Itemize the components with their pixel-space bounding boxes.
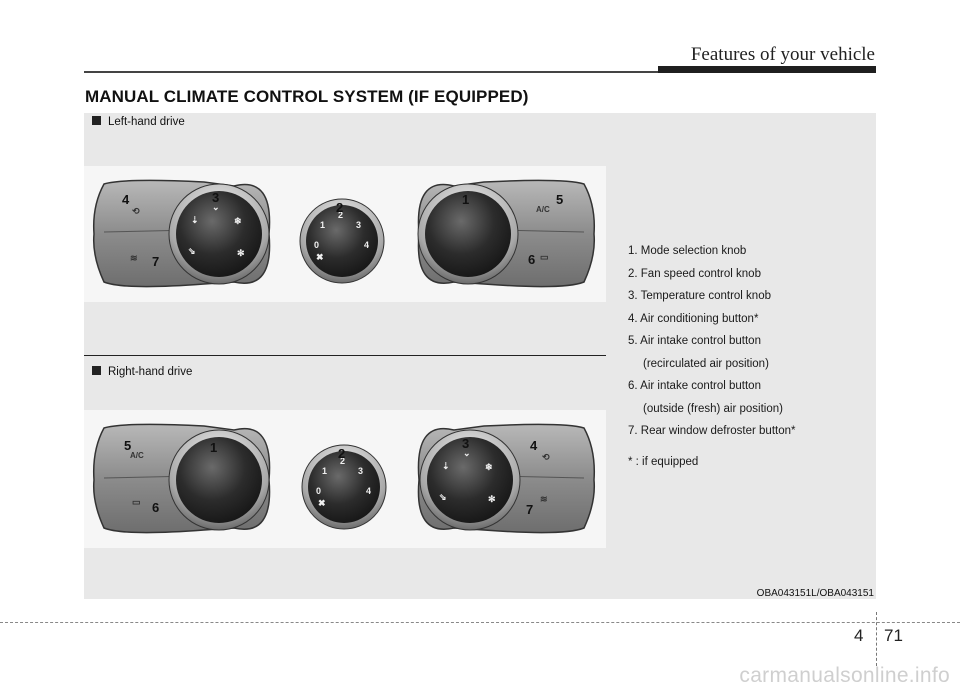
- callout-1: 1: [462, 192, 469, 207]
- svg-text:✖: ✖: [318, 498, 326, 508]
- legend-item-2: 2. Fan speed control knob: [628, 267, 761, 280]
- svg-text:✖: ✖: [316, 252, 324, 262]
- header-rule-thick: [658, 66, 876, 73]
- svg-text:❄: ❄: [234, 216, 242, 226]
- callout-5: 5: [556, 192, 563, 207]
- legend-item-3: 3. Temperature control knob: [628, 290, 771, 302]
- recirculate-icon: ⟲: [542, 452, 550, 462]
- mode-knob-icon: [176, 437, 262, 523]
- svg-text:4: 4: [364, 240, 369, 250]
- svg-text:2: 2: [340, 456, 345, 466]
- lhd-control-panel: ⇣⌄ ❄⇘ ✻ ⟲ ≋ 0 1 2 3 4 ✖ A/C ▭ 4 3 7 2 1 …: [92, 179, 596, 288]
- svg-text:4: 4: [366, 486, 371, 496]
- ac-button-icon: A/C: [130, 451, 144, 460]
- callout-1: 1: [210, 440, 217, 455]
- callout-6: 6: [528, 252, 535, 267]
- header-rule-thin: [84, 71, 658, 73]
- svg-text:3: 3: [356, 220, 361, 230]
- watermark: carmanualsonline.info: [739, 664, 950, 687]
- svg-text:⌄: ⌄: [212, 202, 220, 212]
- legend-item-7: 7. Rear window defroster button*: [628, 425, 796, 437]
- svg-text:✻: ✻: [488, 494, 496, 504]
- page-number: 71: [884, 626, 903, 645]
- lhd-left-module: ⇣ ⌄ ❄ ⇘ ✻ ⟲ ≋: [92, 179, 271, 288]
- fan-knob-icon: [306, 205, 378, 277]
- svg-text:0: 0: [314, 240, 319, 250]
- callout-3: 3: [212, 190, 219, 205]
- rear-defrost-icon: ≋: [130, 253, 138, 263]
- svg-text:⇘: ⇘: [188, 246, 196, 256]
- temperature-knob-icon: [427, 437, 513, 523]
- recirculate-icon: ⟲: [132, 206, 140, 216]
- square-bullet-icon: [92, 116, 101, 125]
- callout-2: 2: [336, 200, 343, 215]
- callout-7: 7: [526, 502, 533, 517]
- fresh-air-icon: ▭: [540, 252, 549, 262]
- fresh-air-icon: ▭: [132, 497, 141, 507]
- fan-knob-icon: [308, 451, 380, 523]
- lhd-caption-text: Left-hand drive: [108, 116, 185, 128]
- chapter-number: 4: [854, 626, 864, 645]
- svg-text:3: 3: [358, 466, 363, 476]
- callout-6: 6: [152, 500, 159, 515]
- svg-text:2: 2: [338, 210, 343, 220]
- svg-text:❄: ❄: [485, 462, 493, 472]
- ac-button-icon: A/C: [536, 205, 550, 214]
- callout-7: 7: [152, 254, 159, 269]
- lhd-right-module: A/C ▭: [417, 179, 596, 288]
- svg-text:1: 1: [320, 220, 325, 230]
- svg-text:⇣: ⇣: [191, 215, 199, 225]
- mode-knob-icon: [425, 191, 511, 277]
- callout-2: 2: [338, 446, 345, 461]
- svg-text:1: 1: [322, 466, 327, 476]
- section-title: MANUAL CLIMATE CONTROL SYSTEM (IF EQUIPP…: [85, 87, 529, 106]
- legend-list: 1. Mode selection knob 2. Fan speed cont…: [628, 240, 795, 473]
- callout-4: 4: [530, 438, 538, 453]
- temperature-knob-icon: [176, 191, 262, 277]
- legend-item-1: 1. Mode selection knob: [628, 245, 747, 257]
- rear-defrost-icon: ≋: [540, 494, 548, 504]
- legend-item-6-detail: (outside (fresh) air position): [643, 402, 783, 415]
- rhd-control-panel: A/C ▭ 0 1 2 3 4 ✖ ⇣⌄ ❄⇘ ✻ ⟲ ≋ 5 1 6 2 3 …: [92, 423, 596, 534]
- svg-text:✻: ✻: [237, 248, 245, 258]
- footer-rule: [0, 622, 960, 623]
- lhd-caption: Left-hand drive: [92, 116, 185, 128]
- running-header: Features of your vehicle: [690, 44, 875, 65]
- rhd-fan-module: 0 1 2 3 4 ✖: [301, 444, 387, 530]
- callout-3: 3: [462, 436, 469, 451]
- rhd-left-module: A/C ▭: [92, 423, 271, 534]
- square-bullet-icon: [92, 366, 101, 375]
- legend-item-5: 5. Air intake control button: [628, 335, 761, 347]
- svg-text:0: 0: [316, 486, 321, 496]
- legend-note: * : if equipped: [628, 455, 699, 468]
- svg-text:⇘: ⇘: [439, 492, 447, 502]
- lhd-fan-module: 0 1 2 3 4 ✖: [299, 198, 385, 284]
- legend-item-4: 4. Air conditioning button*: [628, 312, 759, 325]
- rhd-caption: Right-hand drive: [92, 366, 192, 378]
- callout-4: 4: [122, 192, 130, 207]
- svg-text:⌄: ⌄: [463, 448, 471, 458]
- svg-text:⇣: ⇣: [442, 461, 450, 471]
- figure-code: OBA043151L/OBA043151: [756, 588, 874, 599]
- callout-5: 5: [124, 438, 131, 453]
- footer-separator: [876, 612, 877, 666]
- rhd-caption-text: Right-hand drive: [108, 366, 193, 378]
- legend-item-6: 6. Air intake control button: [628, 380, 761, 392]
- figure-divider: [84, 355, 606, 356]
- rhd-right-module: ⇣ ⌄ ❄ ⇘ ✻ ⟲ ≋: [417, 423, 596, 534]
- legend-item-5-detail: (recirculated air position): [643, 357, 769, 370]
